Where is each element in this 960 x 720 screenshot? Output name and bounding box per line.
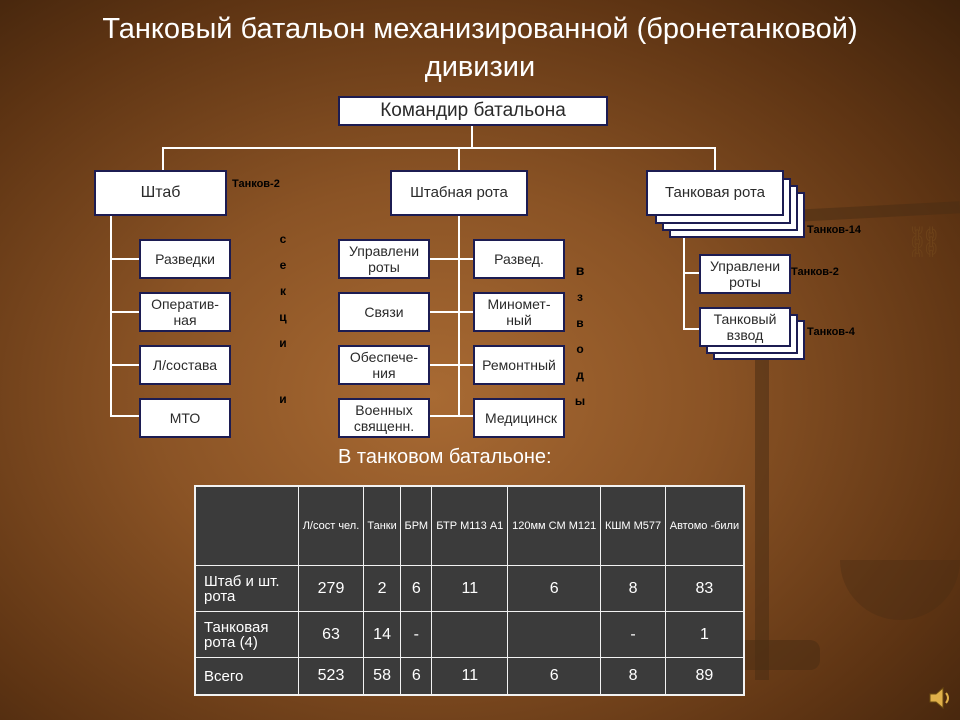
table-cell: 63 xyxy=(298,611,364,658)
table-cell: 8 xyxy=(600,565,666,612)
hq-tanks-label: Танков-2 xyxy=(232,178,280,190)
hq-company-supply: Обеспече-ния xyxy=(338,345,430,385)
tank-company-mgmt-tanks: Танков-2 xyxy=(791,266,839,278)
equipment-table: Л/сост чел. Танки БРМ БТР М113 А1 120мм … xyxy=(194,485,745,696)
hq-company-recon: Развед. xyxy=(473,239,565,279)
table-cell: 6 xyxy=(507,657,602,696)
sections-vertical-label: с е к ц и и xyxy=(279,232,287,406)
header-brm: БРМ xyxy=(400,485,433,566)
table-cell: 58 xyxy=(362,657,402,696)
table-cell: 279 xyxy=(298,565,364,612)
row-label: Всего xyxy=(194,657,299,696)
table-cell: 14 xyxy=(362,611,402,658)
hq-company-signals: Связи xyxy=(338,292,430,332)
table-cell: 2 xyxy=(362,565,402,612)
row-label: Танковая рота (4) xyxy=(194,611,299,658)
table-cell: 8 xyxy=(600,657,666,696)
table-row: Танковая рота (4) 63 14 - - 1 xyxy=(194,611,745,658)
table-cell xyxy=(507,611,602,658)
hq-item-logistics: МТО xyxy=(139,398,231,438)
hq-item-intel: Разведки xyxy=(139,239,231,279)
header-mortar: 120мм СМ М121 xyxy=(507,485,602,566)
tank-platoon-tanks: Танков-4 xyxy=(807,326,855,338)
table-cell: 523 xyxy=(298,657,364,696)
table-cell: 6 xyxy=(400,565,433,612)
hq-company-medical: Медицинск xyxy=(473,398,565,438)
table-cell: 6 xyxy=(507,565,602,612)
table-row: Штаб и шт. рота 279 2 6 11 6 8 83 xyxy=(194,565,745,612)
table-cell: - xyxy=(400,611,433,658)
header-ksm: КШМ М577 xyxy=(600,485,666,566)
table-row: Всего 523 58 6 11 6 8 89 xyxy=(194,657,745,696)
header-btr: БТР М113 А1 xyxy=(431,485,509,566)
table-cell: 11 xyxy=(431,657,509,696)
hq-company-box: Штабная рота xyxy=(390,170,528,216)
commander-box: Командир батальона xyxy=(338,96,608,126)
hq-company-chaplain: Военных священн. xyxy=(338,398,430,438)
table-cell xyxy=(431,611,509,658)
row-label: Штаб и шт. рота xyxy=(194,565,299,612)
scale-chain-icon: ⛓ xyxy=(905,226,944,259)
hq-item-personnel: Л/состава xyxy=(139,345,231,385)
table-cell: 83 xyxy=(664,565,745,612)
hq-company-mortar: Миномет-ный xyxy=(473,292,565,332)
header-tanks: Танки xyxy=(362,485,402,566)
hq-box: Штаб xyxy=(94,170,227,216)
header-personnel: Л/сост чел. xyxy=(298,485,364,566)
table-title: В танковом батальоне: xyxy=(338,446,552,468)
slide-title-line2: дивизии xyxy=(424,51,536,83)
hq-company-repair: Ремонтный xyxy=(473,345,565,385)
table-cell: 6 xyxy=(400,657,433,696)
tank-company-mgmt: Управлени роты xyxy=(699,254,791,294)
table-header-row: Л/сост чел. Танки БРМ БТР М113 А1 120мм … xyxy=(194,485,745,566)
slide-title-line1: Танковый батальон механизированной (брон… xyxy=(102,13,858,45)
table-corner-cell xyxy=(194,485,299,566)
table-cell: 11 xyxy=(431,565,509,612)
tank-platoon-box: Танковый взвод xyxy=(699,307,791,347)
speaker-icon[interactable] xyxy=(928,684,952,712)
table-cell: 1 xyxy=(664,611,745,658)
table-cell: - xyxy=(600,611,666,658)
platoons-vertical-label: в з в о д ы xyxy=(574,262,586,408)
header-vehicles: Автомо -били xyxy=(664,485,745,566)
tank-company-count-label: Танков-14 xyxy=(807,224,861,236)
hq-company-mgmt: Управлени роты xyxy=(338,239,430,279)
hq-item-operations: Оператив-ная xyxy=(139,292,231,332)
table-cell: 89 xyxy=(664,657,745,696)
tank-company-box: Танковая рота xyxy=(646,170,784,216)
